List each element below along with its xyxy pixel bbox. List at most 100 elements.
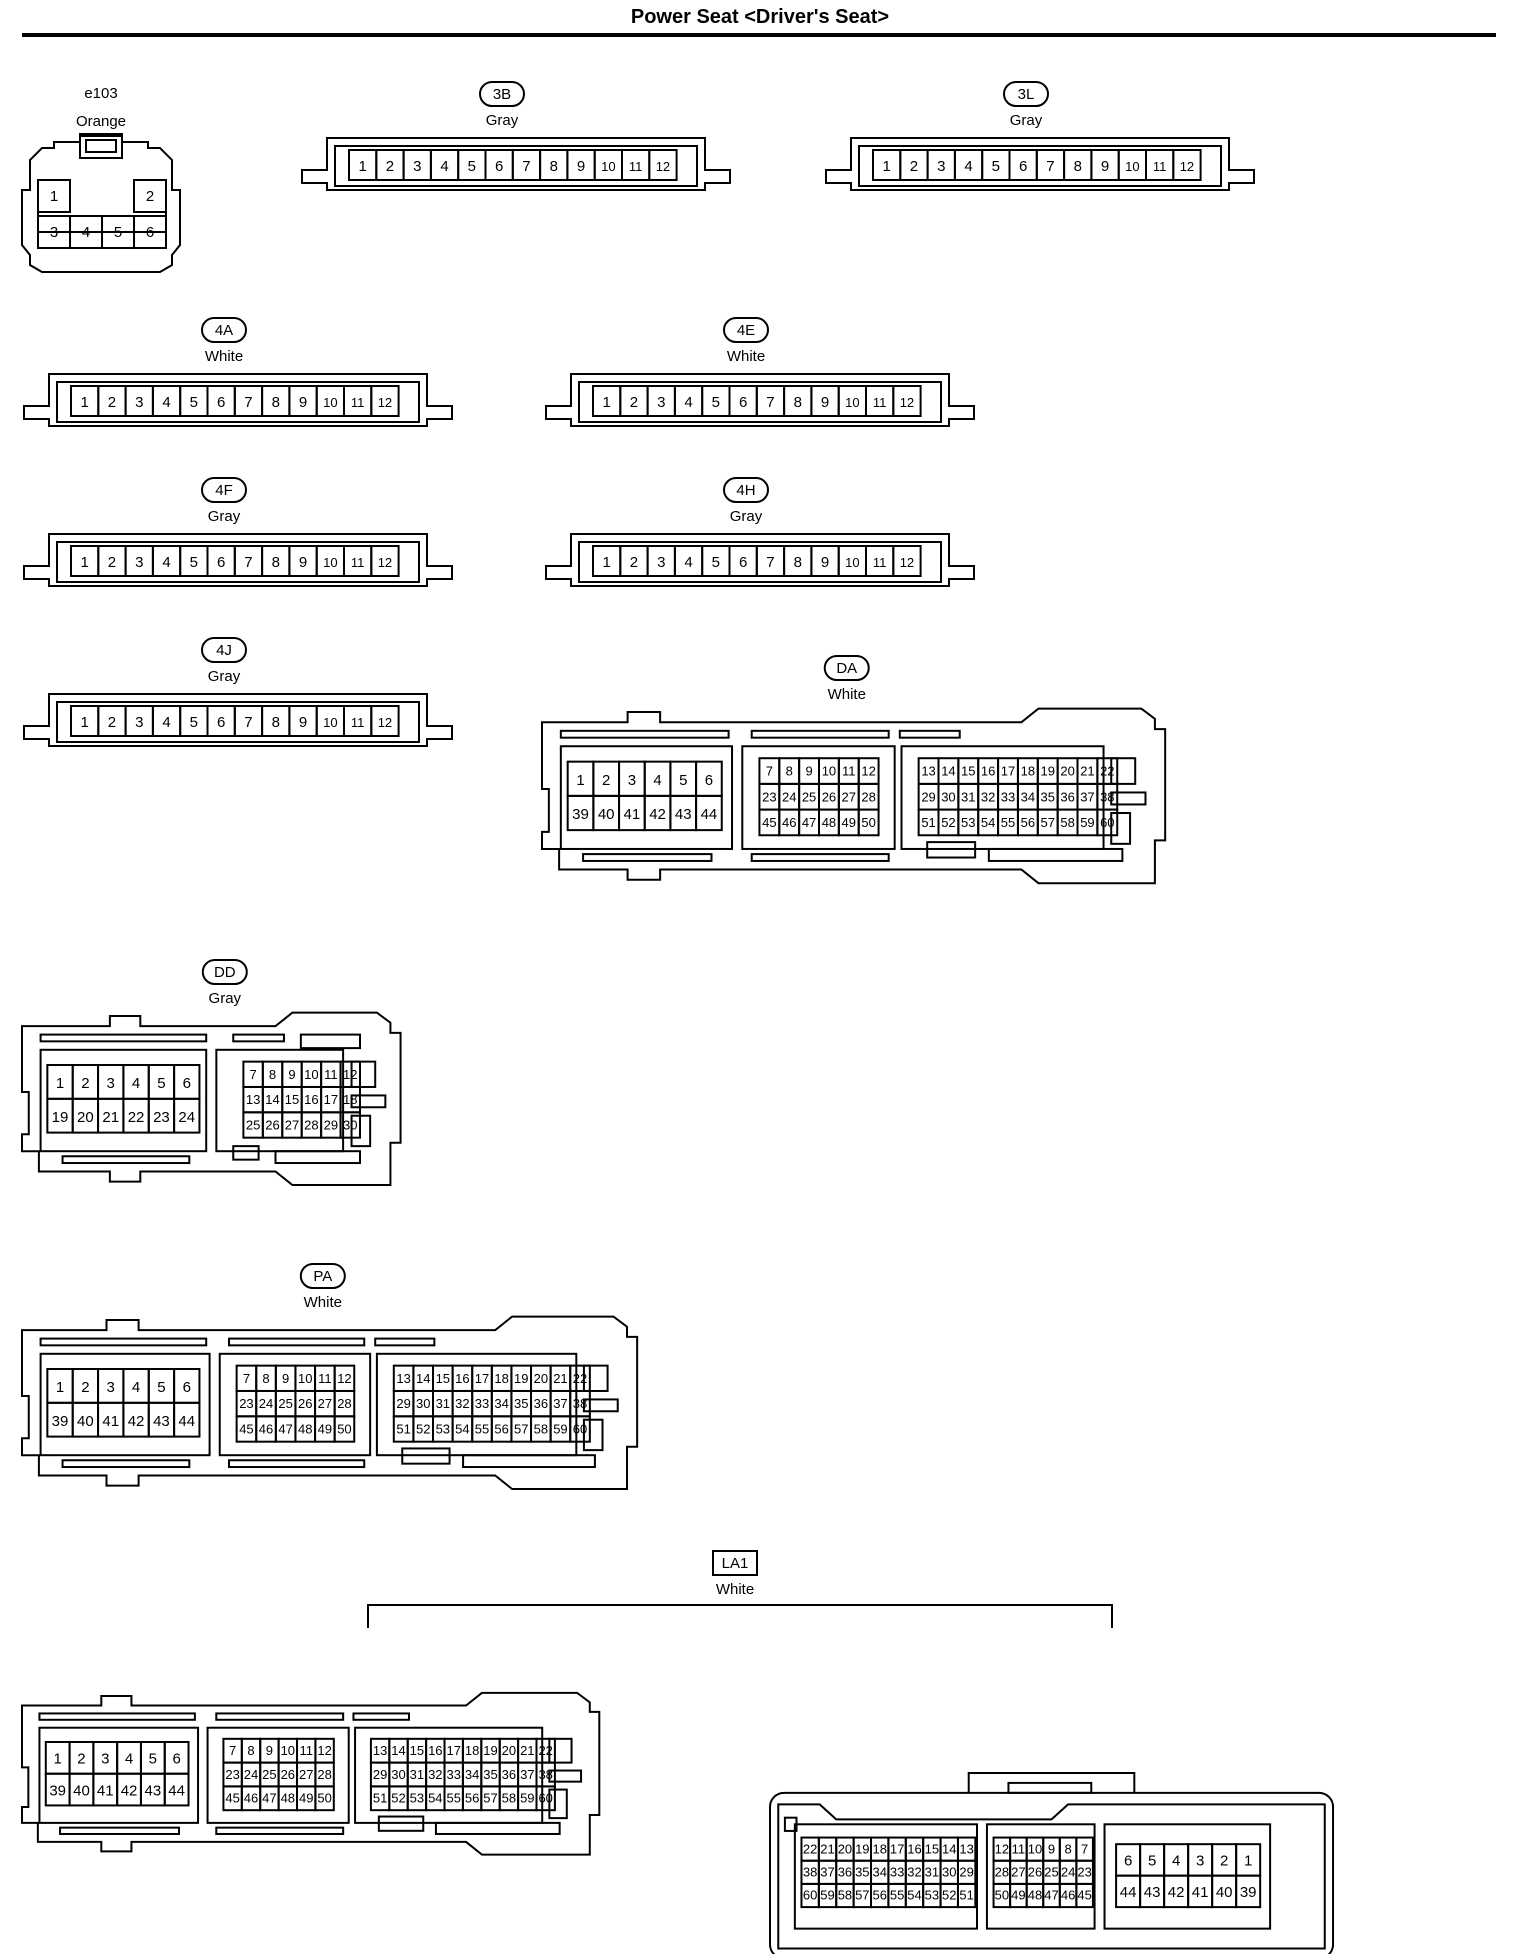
pin: 12 xyxy=(337,1371,351,1386)
side-key xyxy=(548,1788,568,1820)
connector-code: PA xyxy=(313,1268,332,1285)
connector-frame xyxy=(56,701,420,743)
pin: 31 xyxy=(436,1396,450,1411)
pin: 30 xyxy=(942,1865,956,1880)
pin: 6 xyxy=(146,224,154,241)
side-key xyxy=(1110,757,1137,785)
pin: 29 xyxy=(959,1865,973,1880)
pin-frame xyxy=(900,745,1105,850)
pin: 8 xyxy=(272,714,280,731)
pin: 22 xyxy=(128,1109,145,1126)
pin: 9 xyxy=(299,394,307,411)
pin: 11 xyxy=(873,395,887,410)
pin: 23 xyxy=(762,789,776,804)
pin: 39 xyxy=(49,1782,66,1799)
pin: 12 xyxy=(1180,159,1194,174)
pin: 3 xyxy=(937,158,945,175)
connector-e103: e103 Orange 1 2 3 4 5 6 xyxy=(21,85,181,273)
connector-code: 4E xyxy=(737,322,755,339)
pin-cell xyxy=(1075,1882,1094,1909)
latch-slot xyxy=(39,1337,208,1347)
pin: 3 xyxy=(135,554,143,571)
pin: 9 xyxy=(1048,1841,1055,1856)
pin: 16 xyxy=(455,1371,469,1386)
pin: 54 xyxy=(455,1422,469,1437)
pin: 8 xyxy=(794,554,802,571)
pin: 21 xyxy=(520,1743,534,1758)
pin: 11 xyxy=(299,1743,313,1758)
pin: 11 xyxy=(351,715,365,730)
pin: 8 xyxy=(786,764,793,779)
pin: 42 xyxy=(1168,1884,1185,1901)
pin: 59 xyxy=(520,1791,534,1806)
pin: 2 xyxy=(602,772,610,789)
pin: 22 xyxy=(1100,764,1114,779)
connector-code: 4H xyxy=(736,482,755,499)
pin: 40 xyxy=(73,1782,90,1799)
connector-body xyxy=(545,373,975,427)
latch-slot xyxy=(898,729,961,739)
pin: 27 xyxy=(842,789,856,804)
pin: 56 xyxy=(494,1422,508,1437)
pin: 28 xyxy=(995,1865,1009,1880)
connector-frame xyxy=(578,381,942,423)
pin: 12 xyxy=(656,159,670,174)
pin: 14 xyxy=(391,1743,405,1758)
pin-cell xyxy=(333,1415,356,1443)
pin: 17 xyxy=(324,1092,338,1107)
pin-cell xyxy=(173,1097,201,1134)
pin: 21 xyxy=(820,1841,834,1856)
pin: 1 xyxy=(56,1075,64,1092)
pin: 7 xyxy=(522,158,530,175)
pin: 51 xyxy=(921,815,935,830)
pin-frame xyxy=(218,1352,372,1457)
pin: 16 xyxy=(428,1743,442,1758)
latch-slot xyxy=(232,1033,285,1043)
pin: 32 xyxy=(981,789,995,804)
pin-frame xyxy=(559,745,734,850)
pin: 6 xyxy=(739,394,747,411)
pin: 58 xyxy=(1060,815,1074,830)
pin: 27 xyxy=(1011,1865,1025,1880)
latch-slot xyxy=(750,853,890,862)
connector-code-badge xyxy=(201,959,248,985)
pin: 6 xyxy=(172,1751,180,1768)
pin: 9 xyxy=(1101,158,1109,175)
connector-color: White xyxy=(205,348,243,365)
pin: 10 xyxy=(281,1743,295,1758)
pin: 11 xyxy=(842,764,856,779)
connector-body xyxy=(825,137,1255,191)
pin: 11 xyxy=(318,1371,332,1386)
pin: 34 xyxy=(494,1396,508,1411)
pin: 34 xyxy=(465,1767,479,1782)
latch-slot xyxy=(434,1821,561,1835)
pin: 57 xyxy=(514,1422,528,1437)
pin: 9 xyxy=(266,1743,273,1758)
pin: 38 xyxy=(573,1396,587,1411)
pin: 24 xyxy=(259,1396,273,1411)
pin: 5 xyxy=(157,1075,165,1092)
pin: 40 xyxy=(1216,1884,1233,1901)
connector-color: Gray xyxy=(1010,112,1043,129)
pin: 57 xyxy=(1040,815,1054,830)
pin: 43 xyxy=(675,806,692,823)
pin: 38 xyxy=(1100,789,1114,804)
pin-cell xyxy=(569,1415,591,1443)
pin: 41 xyxy=(102,1413,119,1430)
pin: 23 xyxy=(239,1396,253,1411)
pin: 39 xyxy=(52,1413,69,1430)
pin: 26 xyxy=(298,1396,312,1411)
pin-frame xyxy=(206,1726,350,1824)
pin: 47 xyxy=(1044,1888,1058,1903)
pin: 44 xyxy=(701,806,718,823)
pin: 60 xyxy=(538,1791,552,1806)
pin: 55 xyxy=(475,1422,489,1437)
pin: 2 xyxy=(108,394,116,411)
pin: 8 xyxy=(272,554,280,571)
pin: 33 xyxy=(446,1767,460,1782)
pin: 6 xyxy=(217,554,225,571)
pin-cell xyxy=(535,1785,556,1812)
pin: 53 xyxy=(410,1791,424,1806)
pin: 3 xyxy=(1196,1853,1204,1870)
pin: 7 xyxy=(766,554,774,571)
